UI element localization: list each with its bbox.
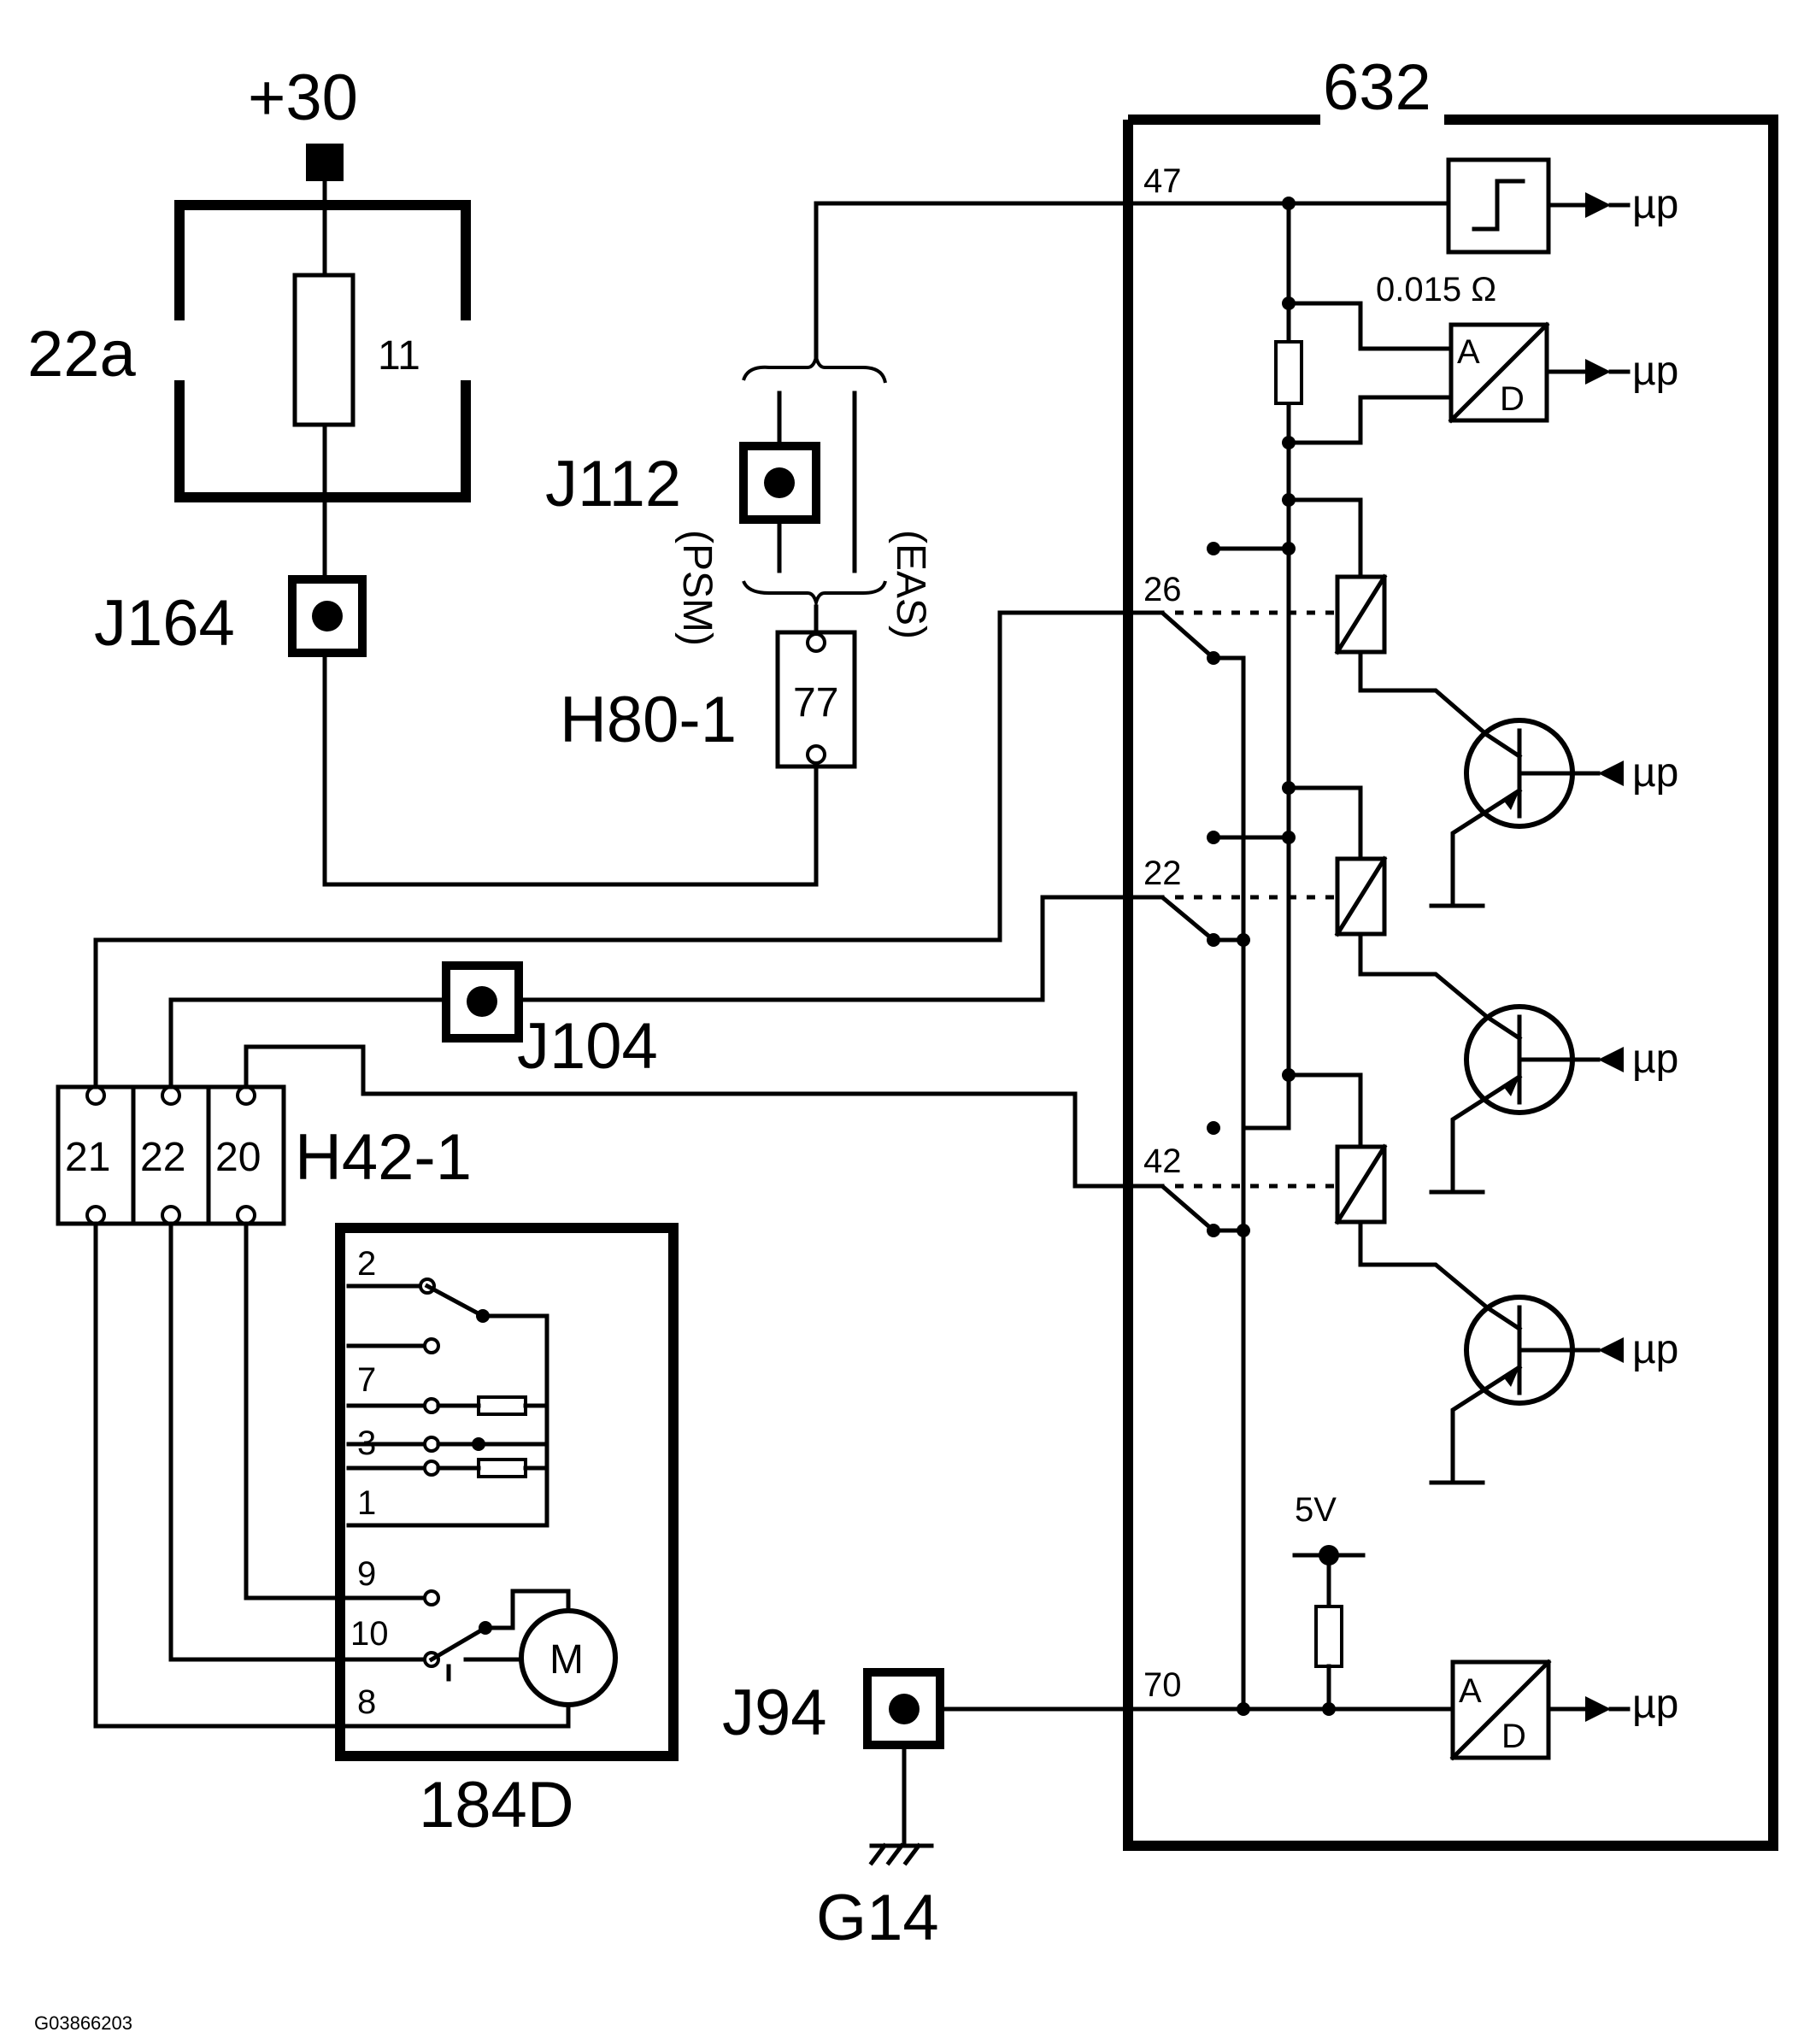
h42-label: H42-1 [295,1121,472,1194]
h80-label: H80-1 [560,684,737,756]
shunt-label: 0.015 Ω [1376,271,1496,308]
microprocessor-label-3: µp [1632,750,1678,796]
switch-pin-3: 3 [357,1424,376,1462]
h80-pin-label: 77 [793,680,838,725]
switch-pin-10: 10 [350,1615,389,1653]
motor-label: M [549,1637,584,1683]
fuse-number: 11 [378,333,420,379]
connector-j164: J164 [94,575,367,660]
j94-label: J94 [722,1677,827,1749]
ecu-pin-26: 26 [1143,571,1182,608]
eas-label: (EAS) [888,530,933,639]
h42-pin-22: 22 [140,1135,185,1180]
motor-icon [519,1608,618,1707]
supply-terminal [306,144,344,181]
switch-pin-8: 8 [357,1683,376,1721]
microprocessor-label-5: µp [1632,1327,1678,1372]
switch-pin-9: 9 [357,1555,376,1593]
figure-id: G03866203 [34,2012,132,2034]
connector-j112: J112 [545,442,820,524]
connector-j94: J94 [722,1668,944,1749]
connector-h42-1: 21 22 20 H42-1 [56,1084,472,1226]
microprocessor-label-2: µp [1632,349,1678,394]
fuse-box-label: 22a [27,318,137,391]
ecu-label: 632 [1323,51,1431,124]
microprocessor-label-1: µp [1632,182,1678,227]
adc-1-d: D [1500,380,1525,418]
ground-icon [868,1842,934,1866]
psm-label: (PSM) [674,530,720,646]
j112-label: J112 [545,448,681,520]
adc-2-a: A [1459,1672,1482,1710]
adc-2-d: D [1501,1718,1526,1755]
microprocessor-label-4: µp [1632,1037,1678,1082]
switch-pin-2: 2 [357,1245,376,1283]
voltage-label: 5V [1295,1491,1337,1529]
switch-pin-1: 1 [357,1484,376,1522]
ecu-pin-22: 22 [1143,855,1182,892]
microprocessor-label-6: µp [1632,1682,1678,1727]
ecu-pin-47: 47 [1143,162,1182,200]
adc-1-a: A [1457,333,1480,371]
switch-module-184d: 184D M 2 7 [335,1223,679,1841]
switch-pin-7: 7 [357,1361,376,1399]
h42-pin-20: 20 [215,1135,261,1180]
supply-label: +30 [248,62,358,134]
fuse-box-22a: +30 22a 11 [27,62,471,502]
switch-module-label: 184D [419,1769,574,1841]
connector-h80-1: 77 H80-1 [560,630,857,769]
fuse-11 [292,273,356,427]
j164-label: J164 [94,587,235,660]
h42-pin-21: 21 [65,1135,110,1180]
ground-label: G14 [816,1882,939,1954]
connector-j104: J104 [442,961,658,1083]
ecu-632: 632 47 26 22 42 70 0.015 Ω µp A [1123,51,1778,1851]
ecu-pin-42: 42 [1143,1142,1182,1180]
ecu-pin-70: 70 [1143,1666,1182,1704]
j104-label: J104 [517,1010,658,1083]
